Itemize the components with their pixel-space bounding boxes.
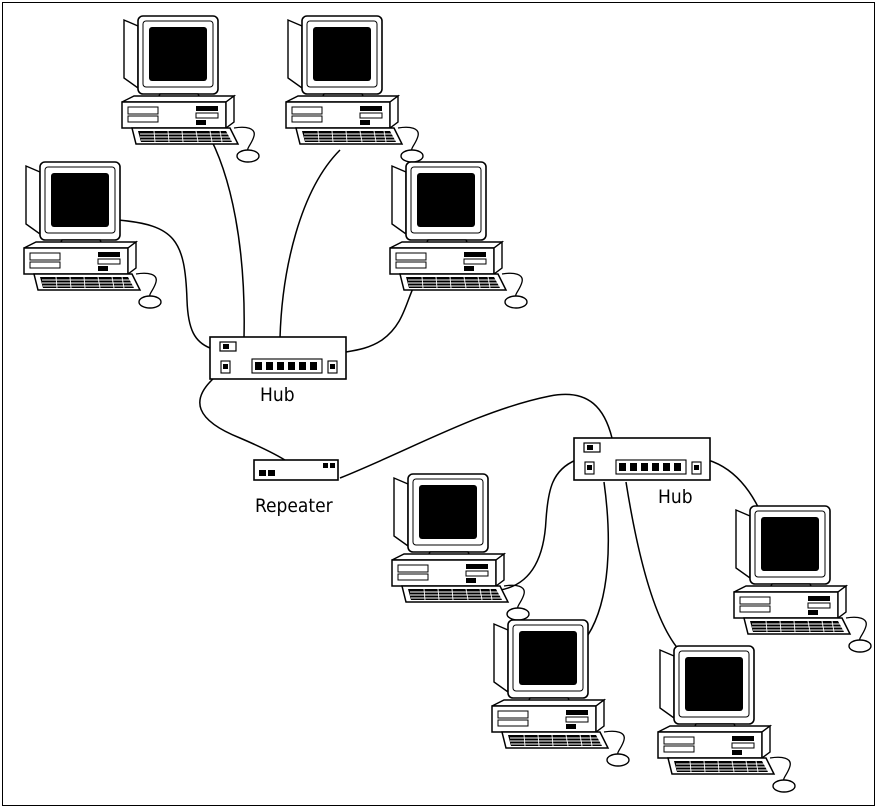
hub-top-label: Hub <box>260 384 295 406</box>
repeater <box>253 459 339 481</box>
hub-bottom <box>573 437 711 481</box>
computer-bottom-right <box>657 645 796 793</box>
computer-top-left <box>121 15 260 163</box>
cable-hub2-pc-bottom-left <box>587 481 610 636</box>
cable-hub1-pc-left <box>117 219 211 349</box>
computer-far-right <box>733 505 872 653</box>
cable-repeater-hub2 <box>339 393 613 479</box>
cable-hub1-repeater <box>199 377 289 463</box>
computer-top-right <box>285 15 424 163</box>
hub-top <box>209 336 347 380</box>
computer-bottom-left <box>491 619 630 767</box>
cable-hub1-pc-top-right <box>279 149 341 339</box>
computer-left <box>23 161 162 309</box>
computer-middle <box>391 473 530 621</box>
cable-hub1-pc-top-left <box>205 129 245 339</box>
computer-right <box>389 161 528 309</box>
hub-bottom-label: Hub <box>658 486 693 508</box>
cable-hub2-pc-bottom-right <box>625 481 691 661</box>
cable-hub2-pc-left <box>499 459 577 591</box>
repeater-label: Repeater <box>255 495 333 517</box>
